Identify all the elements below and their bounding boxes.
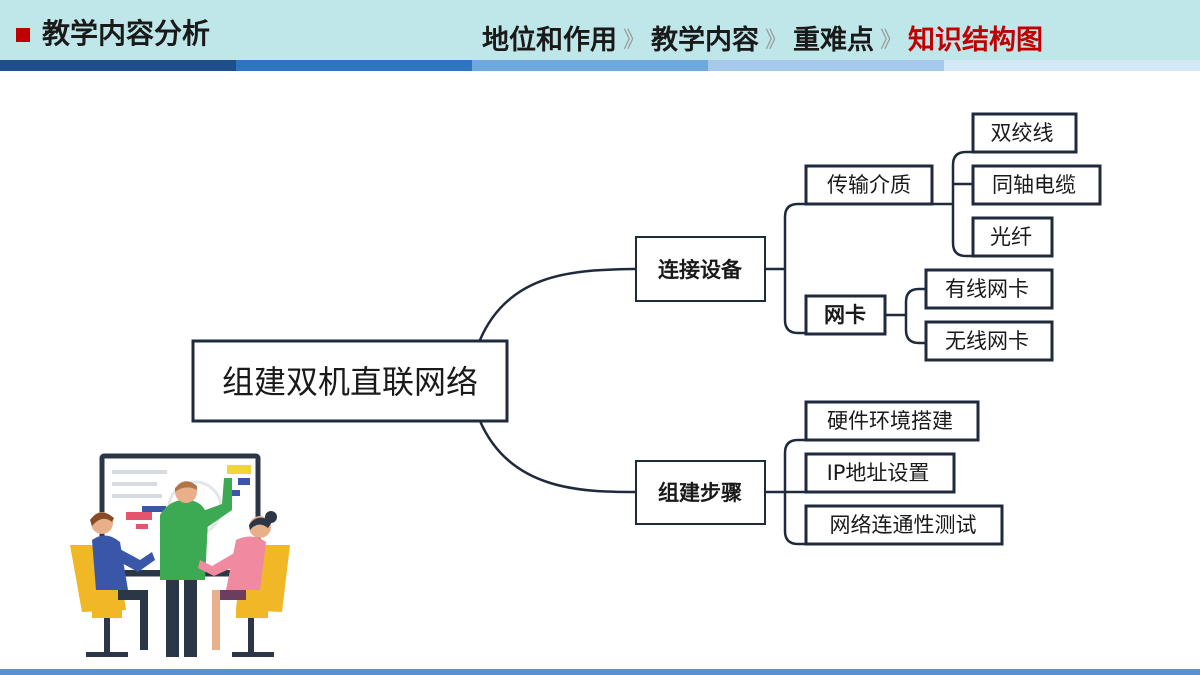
header-stripe-segment <box>0 60 236 71</box>
header-stripe-segment <box>708 60 944 71</box>
header-stripe-segment <box>944 60 1200 71</box>
nic-node-box <box>804 294 887 336</box>
connect-devices-node-box <box>635 236 766 302</box>
build-steps-node-label: 组建步骤 <box>658 481 742 505</box>
hardware-setup-node-label: 硬件环境搭建 <box>827 409 953 433</box>
wireless-nic-node-box <box>924 320 1054 362</box>
header-stripe-segment <box>472 60 708 71</box>
footer-line <box>0 669 1200 675</box>
header-stripe-segment <box>236 60 472 71</box>
media-node-label: 传输介质 <box>827 173 911 197</box>
connector-root-steps <box>478 420 637 494</box>
team-meeting-illustration <box>70 453 290 657</box>
coax-cable-node-label: 同轴电缆 <box>992 173 1076 197</box>
breadcrumb-nav: 地位和作用 》 教学内容 》 重难点 》 知识结构图 <box>482 21 1043 61</box>
page-title: 教学内容分析 <box>42 17 211 50</box>
header-bar: 教学内容分析 地位和作用 》 教学内容 》 重难点 》 知识结构图 <box>0 0 1200 60</box>
media-node-box <box>804 164 934 206</box>
wired-nic-node-box <box>924 268 1054 310</box>
nic-node-label: 网卡 <box>824 303 866 327</box>
root-node-label: 组建双机直联网络 <box>222 363 478 401</box>
nav-separator-icon: 》 <box>623 27 646 53</box>
wireless-nic-node-label: 无线网卡 <box>945 329 1029 353</box>
nav-item-position-role[interactable]: 地位和作用 <box>482 24 617 56</box>
hardware-setup-node-box <box>804 400 980 442</box>
connect-devices-node-label: 连接设备 <box>658 258 743 282</box>
connector-steps-items <box>765 438 806 546</box>
nav-item-knowledge-map[interactable]: 知识结构图 <box>908 24 1044 56</box>
nav-separator-icon: 》 <box>765 27 788 53</box>
coax-cable-node-box <box>971 164 1102 206</box>
nav-item-key-points[interactable]: 重难点 <box>793 24 875 56</box>
title-bullet-icon <box>16 28 30 42</box>
wired-nic-node-label: 有线网卡 <box>945 277 1029 301</box>
connectivity-test-node-label: 网络连通性测试 <box>830 513 977 537</box>
connector-nic-items <box>885 287 926 345</box>
fiber-node-label: 光纤 <box>990 225 1032 249</box>
ip-setup-node-box <box>804 452 956 494</box>
connectivity-test-node-box <box>804 504 1004 546</box>
ip-setup-node-label: IP地址设置 <box>827 461 930 485</box>
connector-connect-branches <box>765 202 806 335</box>
nav-item-teaching-content[interactable]: 教学内容 <box>651 24 760 56</box>
fiber-node-box <box>971 216 1054 258</box>
root-node-box <box>191 339 509 423</box>
nav-separator-icon: 》 <box>880 27 903 53</box>
twisted-pair-node-box <box>971 112 1078 154</box>
connector-media-items <box>932 150 973 258</box>
build-steps-node-box <box>635 460 766 525</box>
twisted-pair-node-label: 双绞线 <box>991 121 1054 145</box>
connector-root-connect <box>478 267 637 341</box>
